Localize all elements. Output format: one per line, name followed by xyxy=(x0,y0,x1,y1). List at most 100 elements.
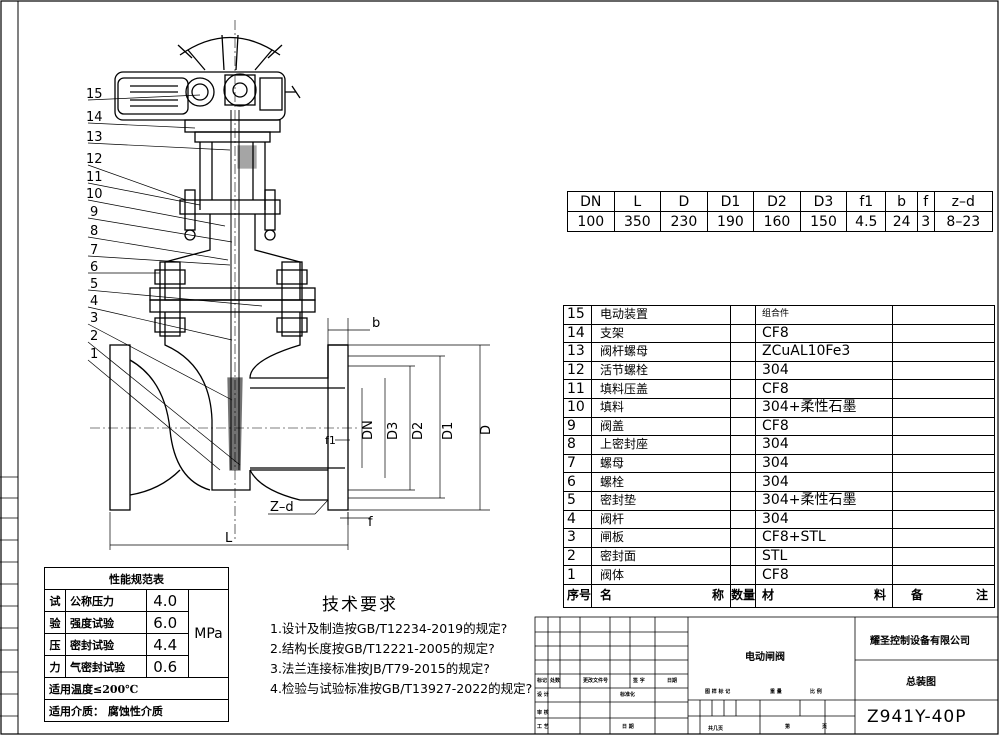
callout-2: 2 xyxy=(90,329,98,344)
part-number: 3 xyxy=(563,528,592,548)
tb-process: 工 艺 xyxy=(537,724,549,730)
dim-value: 100 xyxy=(567,211,615,232)
part-qty xyxy=(730,490,756,511)
tb-scale: 比 例 xyxy=(810,689,822,695)
part-material: 304 xyxy=(755,360,893,381)
part-qty xyxy=(730,397,756,418)
tech-title: 技术要求 xyxy=(322,595,398,615)
dim-header: f1 xyxy=(846,191,887,212)
tb-stage: 图 样 标 记 xyxy=(705,689,731,695)
part-remark xyxy=(892,397,995,418)
dimension-table: DN L D D1 D2 D3 f1 b f z–d 100 350 230 1… xyxy=(567,191,994,232)
perf-label: 密封试验 xyxy=(64,633,148,656)
dim-header: z–d xyxy=(933,191,994,212)
performance-title: 性能规范表 xyxy=(44,567,229,590)
part-name: 密封垫 xyxy=(591,490,731,511)
part-qty xyxy=(730,509,756,530)
part-material: 304+柔性石墨 xyxy=(755,490,893,511)
part-number: 4 xyxy=(563,509,592,530)
dimension-value-row: 100 350 230 190 160 150 4.5 24 3 8–23 xyxy=(567,211,994,232)
dim-zd: Z–d xyxy=(270,500,294,515)
perf-label: 气密封试验 xyxy=(64,655,148,678)
part-material: CF8 xyxy=(755,323,893,344)
dim-d1: D1 xyxy=(441,422,456,440)
dim-header: b xyxy=(885,191,918,212)
callout-numbers: 15 14 13 12 11 10 9 8 7 6 5 4 3 2 1 xyxy=(86,87,103,362)
dim-value: 230 xyxy=(660,211,708,232)
dim-value: 8–23 xyxy=(933,211,994,232)
part-name: 支架 xyxy=(591,323,731,344)
perf-value: 6.0 xyxy=(146,611,190,634)
dim-header: D1 xyxy=(706,191,755,212)
part-number: 2 xyxy=(563,546,592,567)
part-qty xyxy=(730,546,756,567)
callout-12: 12 xyxy=(86,152,103,167)
dim-value: 190 xyxy=(706,211,755,232)
part-remark xyxy=(892,360,995,381)
part-number: 10 xyxy=(563,397,592,418)
callout-6: 6 xyxy=(90,260,98,275)
dim-f: f xyxy=(368,515,373,530)
tb-check: 审 核 xyxy=(537,710,549,716)
parts-header-name: 名称 xyxy=(591,583,731,608)
drawing-name: 总装图 xyxy=(906,677,936,688)
dim-f1: f1 xyxy=(325,434,336,447)
perf-value: 0.6 xyxy=(146,655,190,678)
parts-header-remark: 备注 xyxy=(892,583,995,608)
part-material: STL xyxy=(755,546,893,567)
part-remark xyxy=(892,528,995,548)
tb-mark: 标记 xyxy=(537,678,548,684)
part-qty xyxy=(730,565,756,585)
part-number: 5 xyxy=(563,490,592,511)
part-material: 304 xyxy=(755,509,893,530)
callout-13: 13 xyxy=(86,130,103,145)
part-name: 闸板 xyxy=(591,528,731,548)
perf-label: 强度试验 xyxy=(64,611,148,634)
parts-header-qty: 数量 xyxy=(730,583,756,608)
part-qty xyxy=(730,528,756,548)
callout-11: 11 xyxy=(86,170,103,185)
dim-header: DN xyxy=(567,191,615,212)
part-number: 9 xyxy=(563,416,592,437)
part-material: ZCuAL10Fe3 xyxy=(755,342,893,362)
side-char: 压 xyxy=(44,633,66,656)
parts-header-material: 材料 xyxy=(755,583,893,608)
part-remark xyxy=(892,323,995,344)
callout-1: 1 xyxy=(90,347,98,362)
callout-10: 10 xyxy=(86,187,103,202)
part-remark xyxy=(892,379,995,399)
part-name: 阀杆螺母 xyxy=(591,342,731,362)
callout-5: 5 xyxy=(90,277,98,292)
part-qty xyxy=(730,472,756,492)
part-remark xyxy=(892,490,995,511)
dim-dn: DN xyxy=(361,420,376,440)
dim-d2: D2 xyxy=(411,422,426,440)
side-char: 试 xyxy=(44,589,66,612)
dim-header: D xyxy=(660,191,708,212)
part-material: CF8+STL xyxy=(755,528,893,548)
part-qty xyxy=(730,342,756,362)
perf-medium: 适用介质： 腐蚀性介质 xyxy=(44,699,229,722)
callout-9: 9 xyxy=(90,205,98,220)
part-material: CF8 xyxy=(755,565,893,585)
callout-8: 8 xyxy=(90,224,98,239)
perf-label: 公称压力 xyxy=(64,589,148,612)
parts-header-row: 序号 名称 数量 材料 备注 xyxy=(563,583,995,608)
part-name: 电动装置 xyxy=(591,305,731,325)
part-number: 6 xyxy=(563,472,592,492)
part-qty xyxy=(730,453,756,474)
part-number: 1 xyxy=(563,565,592,585)
side-char: 力 xyxy=(44,655,66,678)
dimension-header-row: DN L D D1 D2 D3 f1 b f z–d xyxy=(567,191,994,212)
dim-d: D xyxy=(479,425,494,435)
